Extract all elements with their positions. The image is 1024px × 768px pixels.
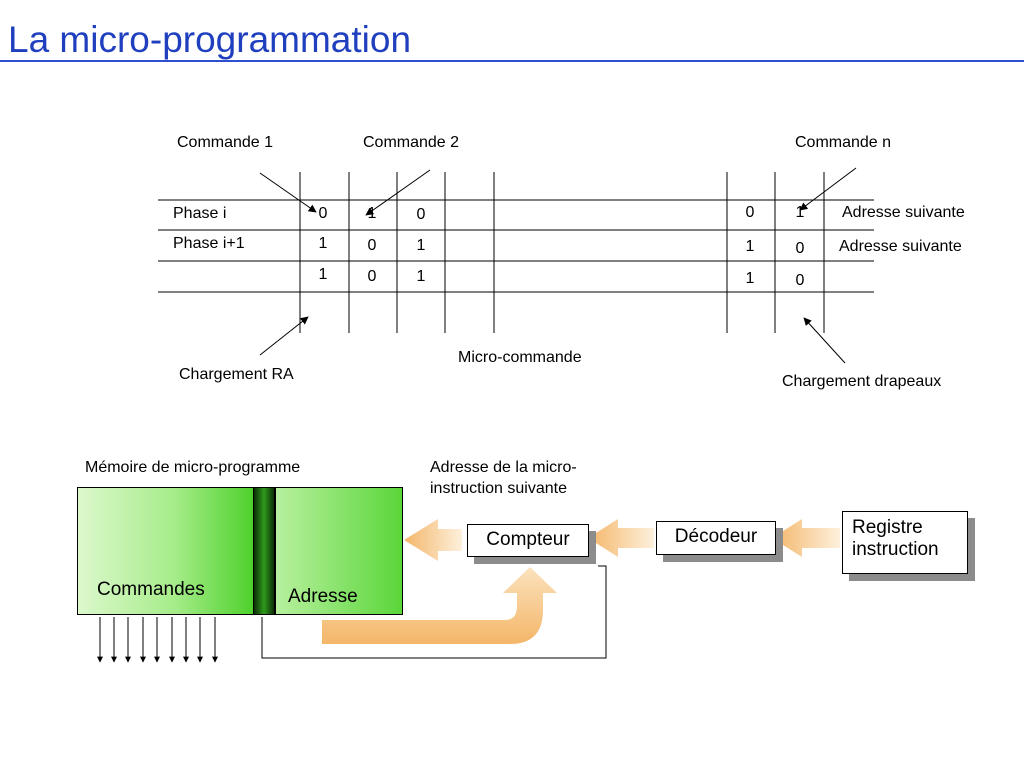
label-commandes: Commandes xyxy=(97,579,205,600)
bit-r2-c3: 1 xyxy=(416,268,426,285)
label-adresse: Adresse xyxy=(288,586,358,607)
bit-r1-c3: 1 xyxy=(416,237,426,254)
arrow-chargement-ra xyxy=(259,316,309,356)
bit-r0-t2: 1 xyxy=(795,204,805,221)
decodeur-label: Décodeur xyxy=(674,526,758,547)
label-adresse-suivante-2: instruction suivante xyxy=(430,480,567,497)
next-address-r0: Adresse suivante xyxy=(842,204,965,221)
registre-label-1: Registre xyxy=(852,517,923,538)
title-underline xyxy=(0,60,1024,62)
bit-r2-t1: 1 xyxy=(745,270,755,287)
bit-r1-t2: 0 xyxy=(795,240,805,257)
label-chargement-ra: Chargement RA xyxy=(179,366,294,383)
flow-arrow-registre-to-decodeur xyxy=(772,519,840,557)
row-label-phase-i1: Phase i+1 xyxy=(173,235,245,252)
flow-arrow-decodeur-to-compteur xyxy=(588,519,654,557)
decodeur-box: Décodeur xyxy=(656,521,776,555)
bit-r2-c2: 0 xyxy=(367,268,377,285)
arrow-commande-n xyxy=(799,167,857,211)
compteur-label: Compteur xyxy=(486,529,570,550)
memory-separator xyxy=(253,487,275,615)
label-memoire: Mémoire de micro-programme xyxy=(85,459,301,476)
label-commande-2: Commande 2 xyxy=(363,134,460,151)
bit-r2-c1: 1 xyxy=(318,266,328,283)
arrow-commande-2 xyxy=(365,169,431,216)
label-micro-commande: Micro-commande xyxy=(458,349,582,366)
bit-r0-t1: 0 xyxy=(745,204,755,221)
bit-r0-c2: 1 xyxy=(367,205,377,222)
arrow-chargement-drapeaux xyxy=(803,317,846,364)
next-address-r1: Adresse suivante xyxy=(839,238,962,255)
bit-r1-c1: 1 xyxy=(318,235,328,252)
flow-arrow-adresse-to-compteur xyxy=(322,567,557,644)
command-output-arrows xyxy=(97,617,218,663)
label-commande-1: Commande 1 xyxy=(177,134,274,151)
registre-label-2: instruction xyxy=(852,539,939,560)
bit-r0-c3: 0 xyxy=(416,206,426,223)
bit-r2-t2: 0 xyxy=(795,272,805,289)
row-label-phase-i: Phase i xyxy=(173,205,227,222)
bit-r1-t1: 1 xyxy=(745,238,755,255)
arrow-commande-1 xyxy=(259,172,317,213)
registre-instruction-box: Registre instruction xyxy=(842,511,968,574)
bit-r1-c2: 0 xyxy=(367,237,377,254)
label-commande-n: Commande n xyxy=(795,134,892,151)
label-adresse-suivante-1: Adresse de la micro- xyxy=(430,459,577,476)
flow-arrow-compteur-to-memoire xyxy=(404,519,462,561)
feedback-wire xyxy=(261,565,607,659)
compteur-box: Compteur xyxy=(467,524,589,557)
label-chargement-drapeaux: Chargement drapeaux xyxy=(782,373,942,390)
bit-r0-c1: 0 xyxy=(318,205,328,222)
memory-adresse-field xyxy=(275,487,403,615)
page-title: La micro-programmation xyxy=(8,19,412,60)
